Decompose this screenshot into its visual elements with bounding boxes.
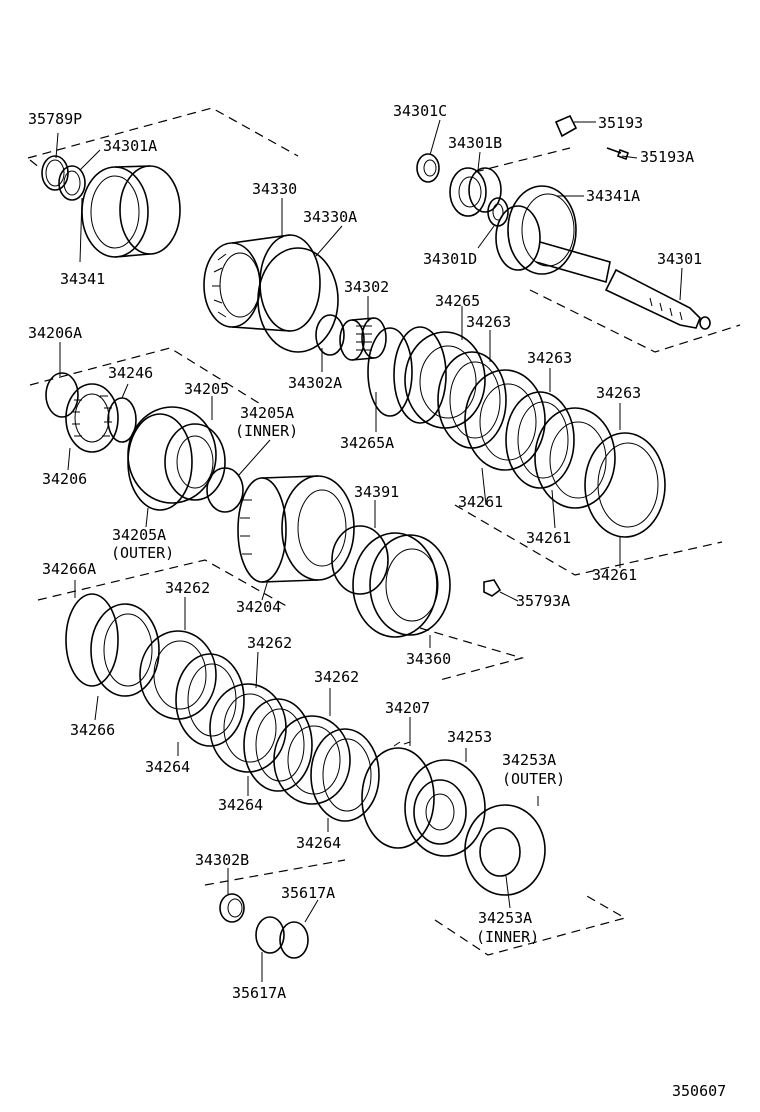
part-34266A-shape <box>65 593 119 687</box>
part-34264-disc-2 <box>243 698 313 792</box>
part-34301C-shape <box>416 153 440 183</box>
part-34360-shape <box>352 532 451 638</box>
part-34262-plate-1 <box>139 630 217 720</box>
part-34261-plate-2 <box>505 391 575 489</box>
label-34262-b: 34262 <box>247 634 292 652</box>
part-34253-shape <box>404 759 486 857</box>
part-34330A-shape <box>257 247 339 353</box>
label-34263-a: 34263 <box>466 313 511 331</box>
part-34341-shape <box>81 165 181 258</box>
label-35193A: 35193A <box>640 148 694 166</box>
label-34391: 34391 <box>354 483 399 501</box>
label-34302A: 34302A <box>288 374 342 392</box>
label-34341: 34341 <box>60 270 105 288</box>
label-34264-b: 34264 <box>218 796 263 814</box>
part-34207-shape <box>361 741 435 849</box>
part-34205A-outer-shape <box>127 413 193 511</box>
part-34302B-shape <box>219 893 245 923</box>
label-34302B: 34302B <box>195 851 249 869</box>
part-34253A-inner-shape <box>479 827 521 877</box>
label-35617A-b: 35617A <box>232 984 286 1002</box>
part-34265A-shape <box>367 327 413 417</box>
label-34301A: 34301A <box>103 137 157 155</box>
part-34206A-shape <box>45 372 79 418</box>
label-35789P: 35789P <box>28 110 82 128</box>
label-34246: 34246 <box>108 364 153 382</box>
diagram-id: 350607 <box>672 1082 726 1100</box>
part-34264-disc-1 <box>175 653 245 747</box>
label-34253A-inner: 34253A <box>478 909 532 927</box>
label-34265: 34265 <box>435 292 480 310</box>
label-34264-c: 34264 <box>296 834 341 852</box>
label-34205A-outer: 34205A <box>112 526 166 544</box>
part-35193A-shape <box>606 147 630 161</box>
label-34206: 34206 <box>42 470 87 488</box>
label-34330: 34330 <box>252 180 297 198</box>
label-34263-b: 34263 <box>527 349 572 367</box>
part-34341A-shape <box>507 185 577 275</box>
label-34301D: 34301D <box>423 250 477 268</box>
part-35193-shape <box>554 114 578 138</box>
label-34207: 34207 <box>385 699 430 717</box>
label-34263-c: 34263 <box>596 384 641 402</box>
label-35193: 35193 <box>598 114 643 132</box>
label-34301: 34301 <box>657 250 702 268</box>
label-34204: 34204 <box>236 598 281 616</box>
label-34262-c: 34262 <box>314 668 359 686</box>
label-34262-a: 34262 <box>165 579 210 597</box>
label-inner-2: (INNER) <box>476 928 539 946</box>
part-34264-disc-3 <box>310 728 380 822</box>
label-34253A-outer: 34253A <box>502 751 556 769</box>
part-34301B-shape <box>449 167 502 217</box>
part-34301A-shape <box>58 165 86 201</box>
label-34302: 34302 <box>344 278 389 296</box>
part-labels: 35789P 34301A 34341 34301C 34301B 35193 … <box>28 102 726 1100</box>
part-35617A-shape <box>255 916 309 959</box>
part-34302A-shape <box>315 314 345 356</box>
part-34330-shape <box>203 234 321 332</box>
part-34206-shape <box>65 383 119 453</box>
label-34205: 34205 <box>184 380 229 398</box>
part-34261-plate-3 <box>584 432 666 538</box>
label-34360: 34360 <box>406 650 451 668</box>
part-34302-shape <box>339 317 387 361</box>
assembly-outlines <box>27 107 741 956</box>
label-34261-b: 34261 <box>526 529 571 547</box>
label-34261-c: 34261 <box>592 566 637 584</box>
label-34330A: 34330A <box>303 208 357 226</box>
label-35617A-a: 35617A <box>281 884 335 902</box>
label-34264-a: 34264 <box>145 758 190 776</box>
part-35793A-shape <box>483 579 502 597</box>
label-34265A: 34265A <box>340 434 394 452</box>
label-34301C: 34301C <box>393 102 447 120</box>
part-34205A-inner-shape <box>206 467 244 513</box>
label-outer-2: (OUTER) <box>502 770 565 788</box>
label-34253: 34253 <box>447 728 492 746</box>
label-35793A: 35793A <box>516 592 570 610</box>
part-34263-disc-3 <box>534 407 616 509</box>
part-34266-shape <box>90 603 160 697</box>
part-34263-disc-1 <box>404 331 486 429</box>
leader-lines <box>55 119 683 982</box>
label-34266A: 34266A <box>42 560 96 578</box>
part-34301-shape <box>495 205 711 330</box>
label-34261-a: 34261 <box>458 493 503 511</box>
part-34391-shape <box>331 525 389 595</box>
part-34204-shape <box>237 475 355 583</box>
part-34265-shape <box>393 326 447 424</box>
label-34205A-inner: 34205A <box>240 404 294 422</box>
label-34206A: 34206A <box>28 324 82 342</box>
label-outer-1: (OUTER) <box>111 544 174 562</box>
label-34266: 34266 <box>70 721 115 739</box>
label-34301B: 34301B <box>448 134 502 152</box>
part-34253A-outer-shape <box>464 804 546 896</box>
label-inner-1: (INNER) <box>235 422 298 440</box>
part-34263-disc-2 <box>464 369 546 471</box>
label-34341A: 34341A <box>586 187 640 205</box>
